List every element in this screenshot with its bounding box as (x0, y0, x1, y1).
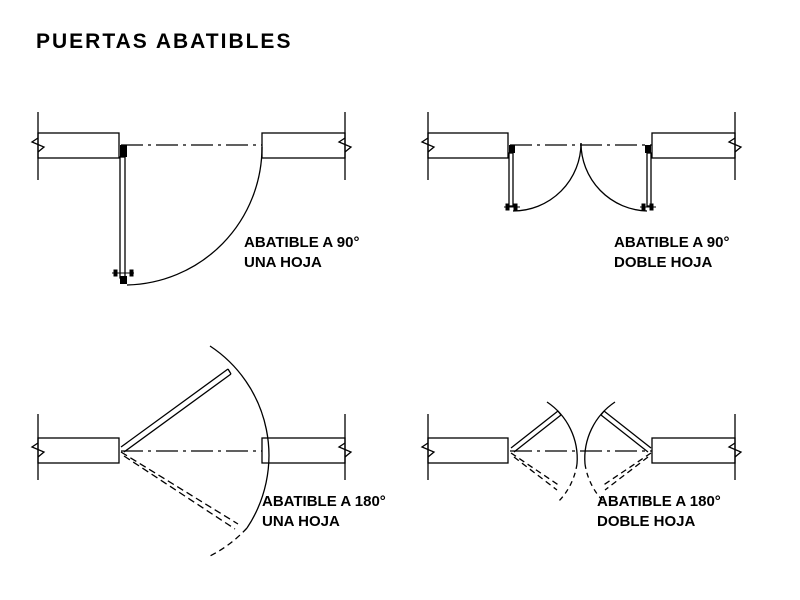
label-180-single: ABATIBLE A 180° UNA HOJA (262, 492, 386, 532)
door-handle-icon (112, 269, 134, 277)
door-leaf-left (508, 152, 514, 207)
wall-left (30, 414, 120, 480)
label-line-2: DOBLE HOJA (597, 513, 696, 530)
door-leaf-right-alternate (601, 452, 652, 491)
label-line-1: ABATIBLE A 90° (614, 234, 730, 251)
label-line-2: DOBLE HOJA (614, 254, 713, 271)
door-handle-icon (640, 203, 656, 211)
swing-arc-left (512, 142, 582, 212)
door-leaf-right-open (600, 410, 652, 453)
door-handle-icon (504, 203, 520, 211)
wall-left (420, 112, 509, 180)
door-leaf-alternate (120, 451, 239, 530)
label-90-double: ABATIBLE A 90° DOBLE HOJA (614, 233, 729, 273)
swing-arc-right (584, 401, 616, 465)
label-line-2: UNA HOJA (244, 254, 322, 271)
swing-arc-left (546, 401, 578, 465)
plan-180-double (420, 401, 743, 503)
door-jamb (120, 145, 127, 157)
label-line-1: ABATIBLE A 180° (597, 493, 721, 510)
swing-arc (126, 146, 263, 286)
door-leaf-right (646, 152, 652, 207)
label-90-single: ABATIBLE A 90° UNA HOJA (244, 233, 359, 273)
swing-arc-right (580, 142, 648, 212)
swing-arc-dashed (209, 527, 248, 557)
plan-180-single (30, 345, 353, 557)
page-title: PUERTAS ABATIBLES (36, 30, 293, 53)
door-leaf-left-open (510, 410, 562, 453)
wall-left (30, 112, 120, 180)
wall-right (261, 112, 353, 180)
swing-arc (209, 345, 270, 529)
label-180-double: ABATIBLE A 180° DOBLE HOJA (597, 492, 721, 532)
plan-90-single (30, 112, 353, 286)
label-line-2: UNA HOJA (262, 513, 340, 530)
door-leaf-open (120, 368, 232, 453)
swing-arc-left-dashed (557, 463, 578, 503)
wall-right (651, 112, 743, 180)
door-leaf-left-alternate (510, 452, 561, 491)
wall-left (420, 414, 509, 480)
label-line-1: ABATIBLE A 90° (244, 234, 360, 251)
door-leaf (119, 156, 126, 279)
wall-right (651, 414, 743, 480)
swing-arc-right-dashed (584, 463, 605, 503)
wall-right (261, 414, 353, 480)
plan-90-double (420, 112, 743, 212)
label-line-1: ABATIBLE A 180° (262, 493, 386, 510)
